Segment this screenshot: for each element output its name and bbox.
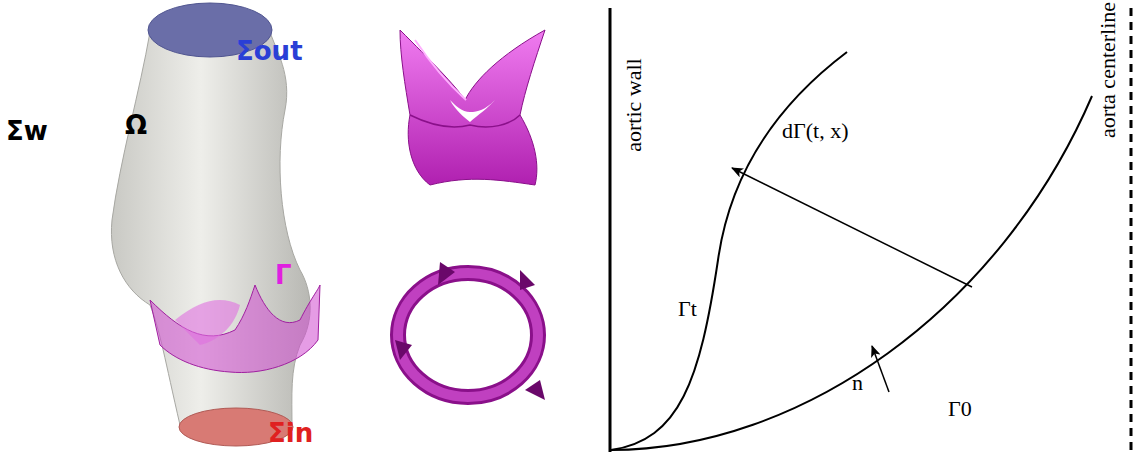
displacement-label: dΓ(t, x)	[782, 120, 848, 142]
curve-label: Γ0	[948, 398, 972, 420]
aorta-surface	[111, 3, 320, 446]
displacement-arrow	[732, 168, 972, 287]
axis-label: aorta centerline	[1097, 2, 1119, 138]
valve-side-view	[400, 30, 545, 185]
aortic-wall-line	[609, 8, 612, 452]
axis-label: aortic wall	[623, 58, 645, 151]
boundary-label: Σin	[268, 420, 313, 446]
curve-label: Γt	[678, 298, 697, 320]
schematic	[610, 8, 1131, 452]
centerline	[1130, 8, 1133, 452]
domain-label: Ω	[125, 112, 147, 138]
normal-arrow	[872, 346, 889, 392]
boundary-label: Σout	[236, 38, 303, 64]
normal-label: n	[852, 372, 863, 394]
valve-label: Γ	[275, 262, 292, 288]
valve-top-view	[395, 262, 545, 400]
boundary-label: Σw	[6, 118, 48, 144]
gammat-curve	[611, 52, 847, 450]
